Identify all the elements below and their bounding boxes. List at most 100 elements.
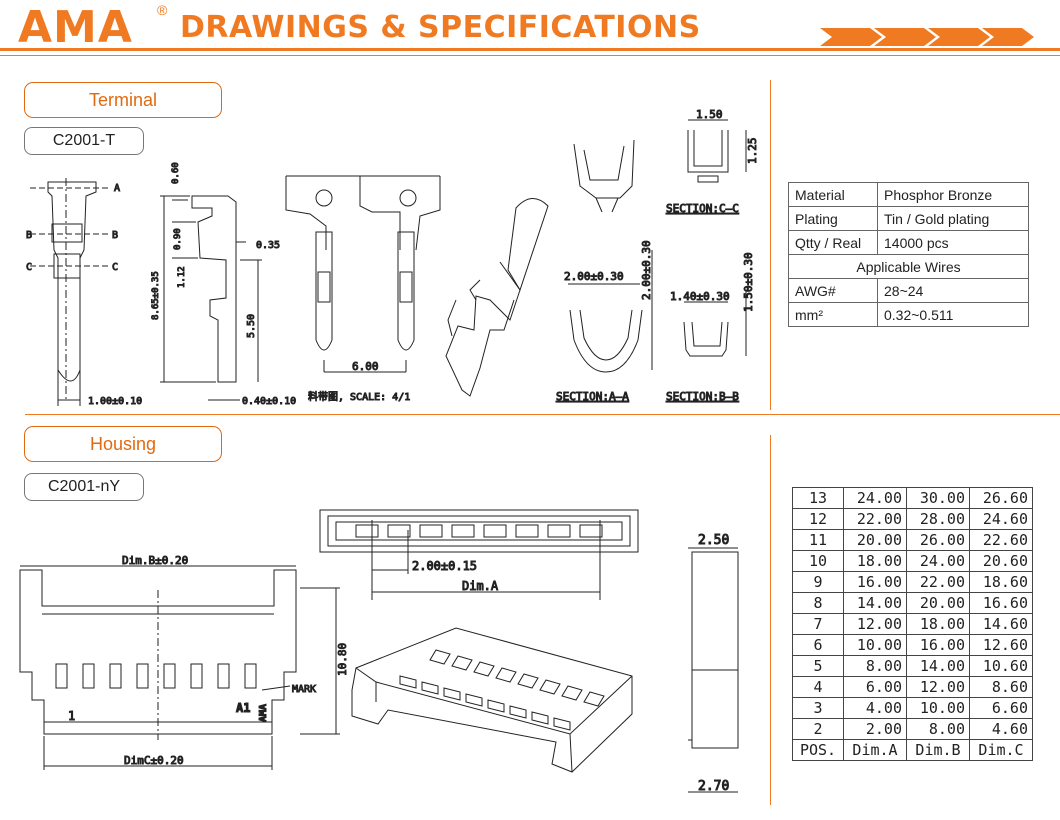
terminal-top-3d bbox=[573, 139, 635, 213]
dim-cell: 14.00 bbox=[906, 655, 970, 677]
column-header: Dim.A bbox=[843, 739, 907, 761]
pin-slot bbox=[217, 663, 230, 689]
dim-label: B bbox=[112, 230, 118, 241]
chevron-arrows-icon bbox=[820, 28, 1034, 46]
housing-side-view bbox=[688, 547, 739, 793]
terminal-front-view bbox=[30, 178, 110, 406]
housing-front-view bbox=[19, 565, 340, 770]
column-header: POS. bbox=[792, 739, 844, 761]
top-slot bbox=[547, 524, 571, 538]
top-slot bbox=[355, 524, 379, 538]
dim-label: 1.12 bbox=[177, 266, 187, 288]
top-slot bbox=[483, 524, 507, 538]
dim-cell: 10.60 bbox=[969, 655, 1033, 677]
terminal-reel-drawing bbox=[285, 175, 441, 373]
iso-cavity bbox=[553, 717, 571, 731]
ama-mark: AMA bbox=[258, 704, 269, 722]
dim-cell: 4.00 bbox=[843, 697, 907, 719]
spec-value: Tin / Gold plating bbox=[877, 206, 1029, 231]
top-slot bbox=[515, 524, 539, 538]
spec-key: mm² bbox=[788, 302, 878, 327]
spec-value: 0.32~0.511 bbox=[877, 302, 1029, 327]
wires-header: Applicable Wires bbox=[788, 254, 1029, 279]
divider-vertical-bottom bbox=[770, 435, 771, 805]
dim-cell: 20.00 bbox=[843, 529, 907, 551]
dim-label: 0.60 bbox=[171, 162, 181, 184]
housing-section-label: Housing bbox=[24, 426, 222, 462]
iso-cavity bbox=[443, 687, 461, 701]
mark-label: MARK bbox=[292, 684, 316, 695]
dim-label: 0.90 bbox=[173, 228, 183, 250]
divider-vertical-top bbox=[770, 80, 771, 410]
pin-slot bbox=[109, 663, 122, 689]
dim-label: DimC±0.20 bbox=[124, 754, 184, 767]
column-header: Dim.B bbox=[906, 739, 970, 761]
pin-slot bbox=[244, 663, 257, 689]
dim-label: 2.70 bbox=[698, 779, 729, 794]
dim-cell: 20.60 bbox=[969, 550, 1033, 572]
section-bb bbox=[683, 290, 747, 357]
dim-cell: 26.00 bbox=[906, 529, 970, 551]
dim-cell: 22.60 bbox=[969, 529, 1033, 551]
iso-slots bbox=[399, 649, 605, 731]
table-row: Applicable Wires bbox=[788, 254, 1029, 279]
spec-key: Qtty / Real bbox=[788, 230, 878, 255]
housing-3d-view bbox=[351, 627, 633, 773]
pin-slot bbox=[82, 663, 95, 689]
section-title: SECTION:B—B bbox=[666, 390, 739, 403]
top-slot bbox=[451, 524, 475, 538]
iso-slot bbox=[473, 661, 495, 677]
section-title: SECTION:A—A bbox=[556, 390, 629, 403]
dim-label: A bbox=[114, 183, 120, 194]
dim-label: 2.00±0.30 bbox=[564, 270, 624, 283]
page-title: DRAWINGS & SPECIFICATIONS bbox=[180, 10, 701, 45]
reel-note: 料带图, SCALE: 4/1 bbox=[308, 390, 410, 403]
dim-label: 1.50±0.30 bbox=[742, 252, 755, 312]
pin-slot bbox=[136, 663, 149, 689]
dim-label: B bbox=[26, 230, 32, 241]
dim-cell: 12.00 bbox=[906, 676, 970, 698]
pin-slot bbox=[55, 663, 68, 689]
header-rule bbox=[0, 48, 1060, 51]
dim-label: 0.35 bbox=[256, 240, 280, 251]
divider-horizontal bbox=[25, 414, 1060, 415]
top-slot bbox=[387, 524, 411, 538]
iso-slot bbox=[583, 691, 605, 707]
dim-cell: 4.60 bbox=[969, 718, 1033, 740]
column-header: Dim.C bbox=[969, 739, 1033, 761]
iso-cavity bbox=[421, 681, 439, 695]
dim-cell: 20.00 bbox=[906, 592, 970, 614]
dim-cell: 24.60 bbox=[969, 508, 1033, 530]
top-slot bbox=[579, 524, 603, 538]
registered-mark: ® bbox=[157, 2, 168, 18]
dim-cell: 18.60 bbox=[969, 571, 1033, 593]
dim-label: C bbox=[112, 262, 118, 273]
terminal-section-label: Terminal bbox=[24, 82, 222, 118]
dim-label: 0.40±0.10 bbox=[242, 396, 296, 407]
dim-label: 2.00±0.15 bbox=[412, 559, 477, 573]
dim-label: C bbox=[26, 262, 32, 273]
header-rule-thin bbox=[0, 55, 1060, 56]
pin-slot bbox=[190, 663, 203, 689]
dim-label: 1.50 bbox=[696, 108, 723, 121]
iso-cavity bbox=[399, 675, 417, 689]
dim-label: 2.50 bbox=[698, 533, 729, 548]
iso-slot bbox=[517, 673, 539, 689]
dim-cell: 24.00 bbox=[906, 550, 970, 572]
dim-cell: 8.60 bbox=[969, 676, 1033, 698]
section-title: SECTION:C—C bbox=[666, 202, 739, 215]
iso-slot bbox=[561, 685, 583, 701]
